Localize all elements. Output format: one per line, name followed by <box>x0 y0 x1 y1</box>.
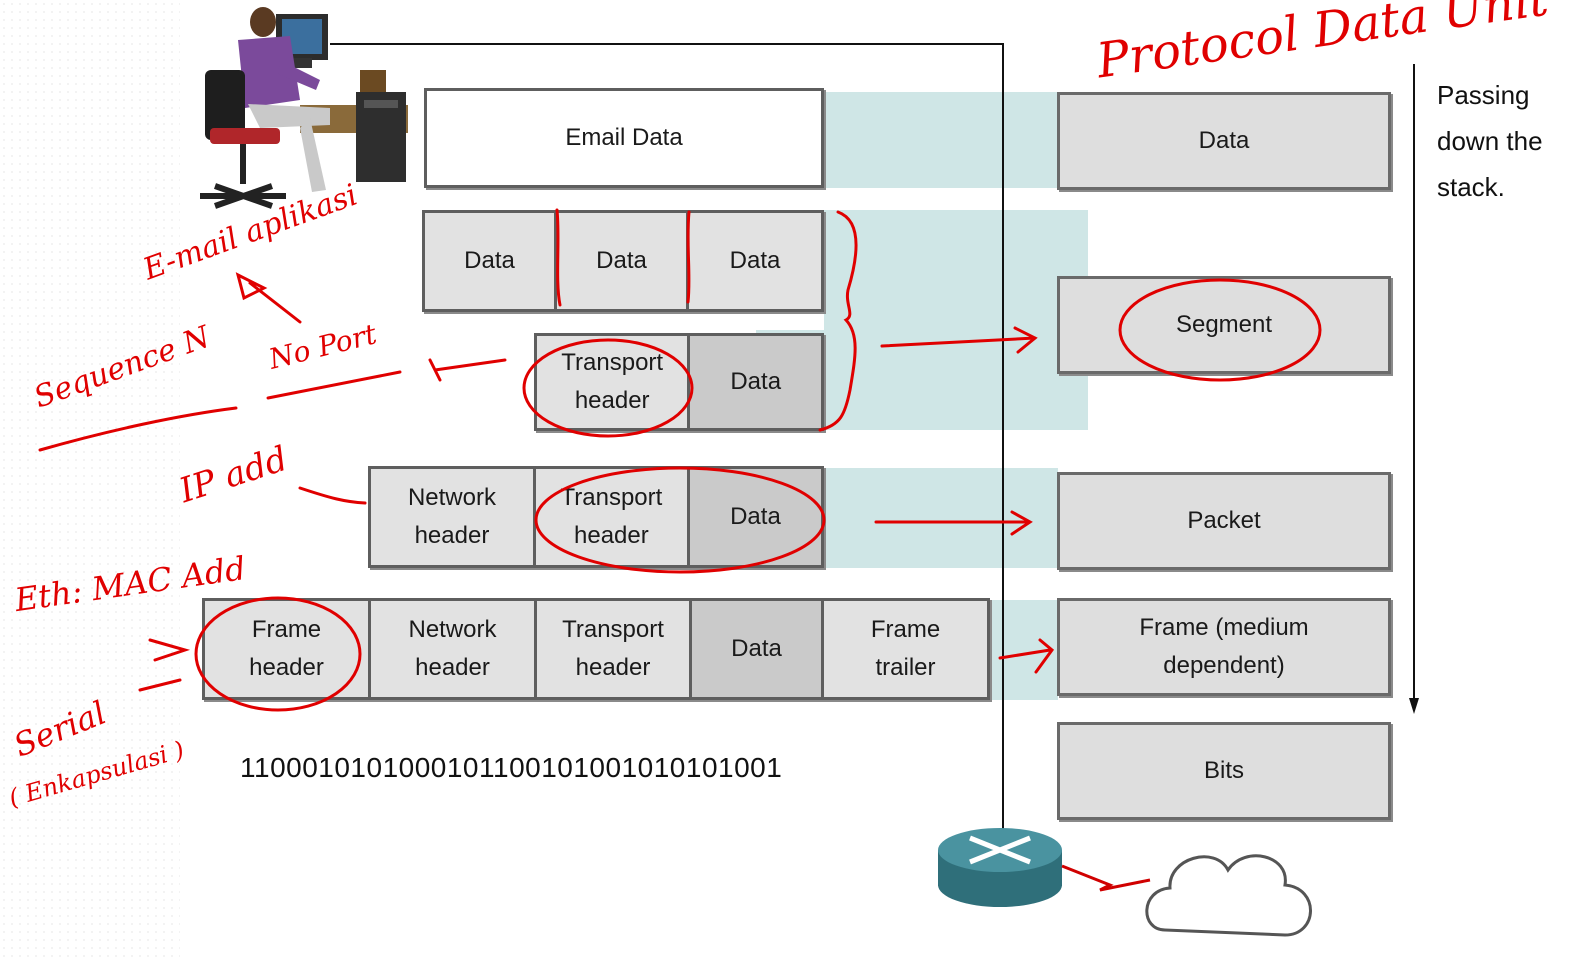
network-header-cell: Network header <box>371 601 537 697</box>
pdu-bits: Bits <box>1057 722 1391 820</box>
data-part-2: Data <box>557 213 689 309</box>
packet-data-cell: Data <box>689 469 821 565</box>
transport-header-cell: Transport header <box>537 336 691 428</box>
network-header-cell: Network header <box>371 469 536 565</box>
band-data <box>824 92 1058 188</box>
pdu-data: Data <box>1057 92 1391 190</box>
packet-bar: Network header Transport header Data <box>368 466 824 568</box>
bits-stream: 1100010101000101100101001010101001 <box>240 752 783 783</box>
pdu-segment: Segment <box>1057 276 1391 374</box>
data-part-1: Data <box>425 213 557 309</box>
frame-bar: Frame header Network header Transport he… <box>202 598 990 700</box>
email-data-box: Email Data <box>424 88 824 188</box>
pdu-frame: Frame (medium dependent) <box>1057 598 1391 696</box>
band-packet <box>824 468 1058 568</box>
transport-header-cell: Transport header <box>535 469 690 565</box>
segment-data-cell: Data <box>690 336 821 428</box>
frame-header-cell: Frame header <box>205 601 371 697</box>
side-note: Passing down the stack. <box>1437 80 1543 203</box>
dotted-margin <box>0 0 180 958</box>
transport-header-cell: Transport header <box>537 601 692 697</box>
frame-data-cell: Data <box>692 601 824 697</box>
email-data-label: Email Data <box>565 123 683 151</box>
segmented-data-bar: Data Data Data <box>422 210 824 312</box>
frame-trailer-cell: Frame trailer <box>824 601 987 697</box>
segment-bar: Transport header Data <box>534 333 824 431</box>
data-part-3: Data <box>689 213 821 309</box>
pdu-packet: Packet <box>1057 472 1391 570</box>
band-segment <box>824 210 1088 430</box>
